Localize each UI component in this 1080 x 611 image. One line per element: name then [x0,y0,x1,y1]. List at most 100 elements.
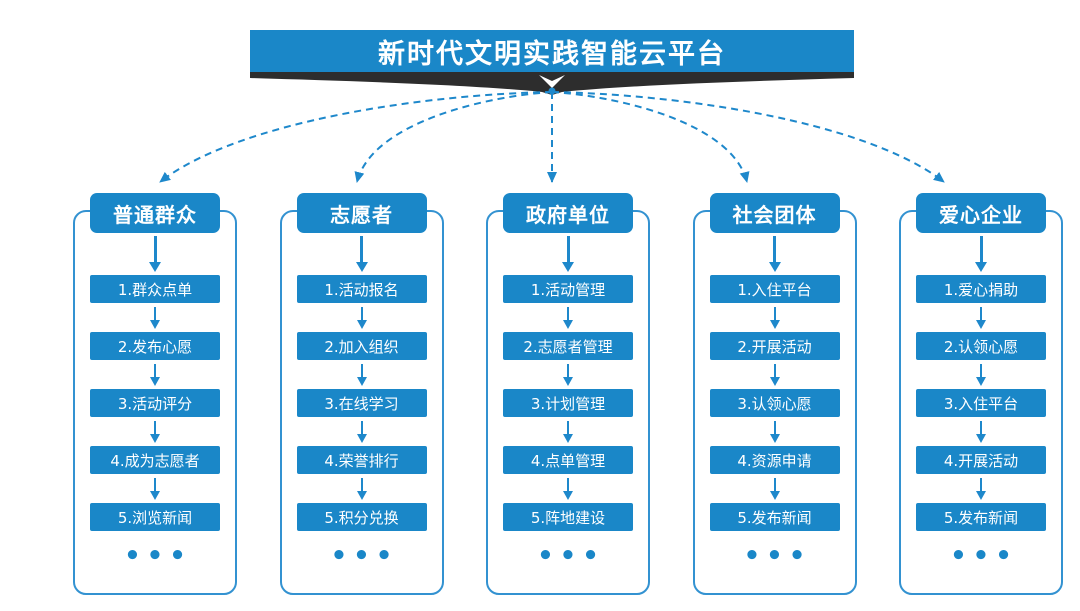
down-arrow-icon [356,303,367,332]
down-arrow-icon [976,417,986,446]
arrow-head [768,262,781,272]
arrow-head [150,376,160,386]
flow-step: 2.开展活动 [709,332,840,360]
arrow-head [563,433,573,443]
arrow-head [150,490,160,500]
arrow-stem [773,306,776,320]
more-dots: ••• [743,541,812,571]
arrow-stem [153,236,157,262]
arrow-stem [360,477,363,491]
flow-step: 4.开展活动 [916,446,1046,474]
down-arrow-icon [976,303,986,332]
down-arrow-icon [355,233,368,275]
arrow-head [976,319,986,329]
down-arrow-icon [976,360,986,389]
connector-to-column-2 [354,91,553,183]
down-arrow-icon [150,360,160,389]
flow-step: 2.发布心愿 [90,332,220,360]
down-arrow-icon [150,474,160,503]
arrow-head [563,490,573,500]
arrow-head [150,319,160,329]
down-arrow-icon [769,474,780,503]
arrow-head [356,319,367,329]
down-arrow-icon [976,474,986,503]
arrow-stem [980,306,982,320]
arrow-stem [154,420,156,434]
arrow-head [356,433,367,443]
flow-step: 1.爱心捐助 [916,275,1046,303]
flow-step: 4.资源申请 [709,446,840,474]
flow-step: 1.群众点单 [90,275,220,303]
arrow-stem [360,420,363,434]
down-arrow-icon [150,417,160,446]
platform-title-banner: 新时代文明实践智能云平台 [250,30,854,72]
arrow-head [769,319,780,329]
arrow-stem [154,363,156,377]
arrow-head [562,262,574,272]
arrow-head [769,433,780,443]
down-arrow-icon [769,360,780,389]
down-arrow-icon [149,233,161,275]
flow-step: 5.积分兑换 [296,503,427,531]
arrow-stem [980,477,982,491]
arrow-head [976,490,986,500]
column-header: 爱心企业 [916,193,1046,233]
arrow-stem [567,477,569,491]
down-arrow-icon [356,417,367,446]
flow-step: 1.入住平台 [709,275,840,303]
flow-step: 1.活动报名 [296,275,427,303]
connector-to-column-4 [551,91,750,183]
flow-step: 5.阵地建设 [503,503,633,531]
flow-step: 5.浏览新闻 [90,503,220,531]
flow-step: 5.发布新闻 [709,503,840,531]
flow-step: 5.发布新闻 [916,503,1046,531]
arrow-stem [154,306,156,320]
ribbon-down-arrow-icon [539,75,565,88]
arrow-head [975,262,987,272]
flow-step: 2.认领心愿 [916,332,1046,360]
arrow-head [149,262,161,272]
down-arrow-icon [356,360,367,389]
down-arrow-icon [150,303,160,332]
arrow-stem [360,306,363,320]
arrow-stem [567,306,569,320]
down-arrow-icon [769,303,780,332]
more-dots: ••• [330,541,399,571]
arrow-head [150,433,160,443]
more-dots: ••• [950,541,1018,571]
down-arrow-icon [563,303,573,332]
connector-to-column-5 [551,91,945,183]
down-arrow-icon [768,233,781,275]
arrow-stem [979,236,983,262]
arrow-stem [154,477,156,491]
flow-step: 3.计划管理 [503,389,633,417]
arrow-head [769,376,780,386]
down-arrow-icon [356,474,367,503]
flow-step: 4.点单管理 [503,446,633,474]
arrow-stem [773,420,776,434]
more-dots: ••• [537,541,605,571]
banner-ribbon [250,72,854,95]
arrow-stem [567,420,569,434]
arrow-stem [980,363,982,377]
flow-step: 4.成为志愿者 [90,446,220,474]
column-header: 志愿者 [296,193,427,233]
arrow-head [563,376,573,386]
down-arrow-icon [563,360,573,389]
arrow-stem [773,236,776,262]
down-arrow-icon [563,474,573,503]
down-arrow-icon [563,417,573,446]
arrow-head [976,376,986,386]
arrow-head [563,319,573,329]
flow-step: 3.在线学习 [296,389,427,417]
flow-step: 2.加入组织 [296,332,427,360]
down-arrow-icon [562,233,574,275]
arrow-stem [980,420,982,434]
arrow-stem [360,236,363,262]
